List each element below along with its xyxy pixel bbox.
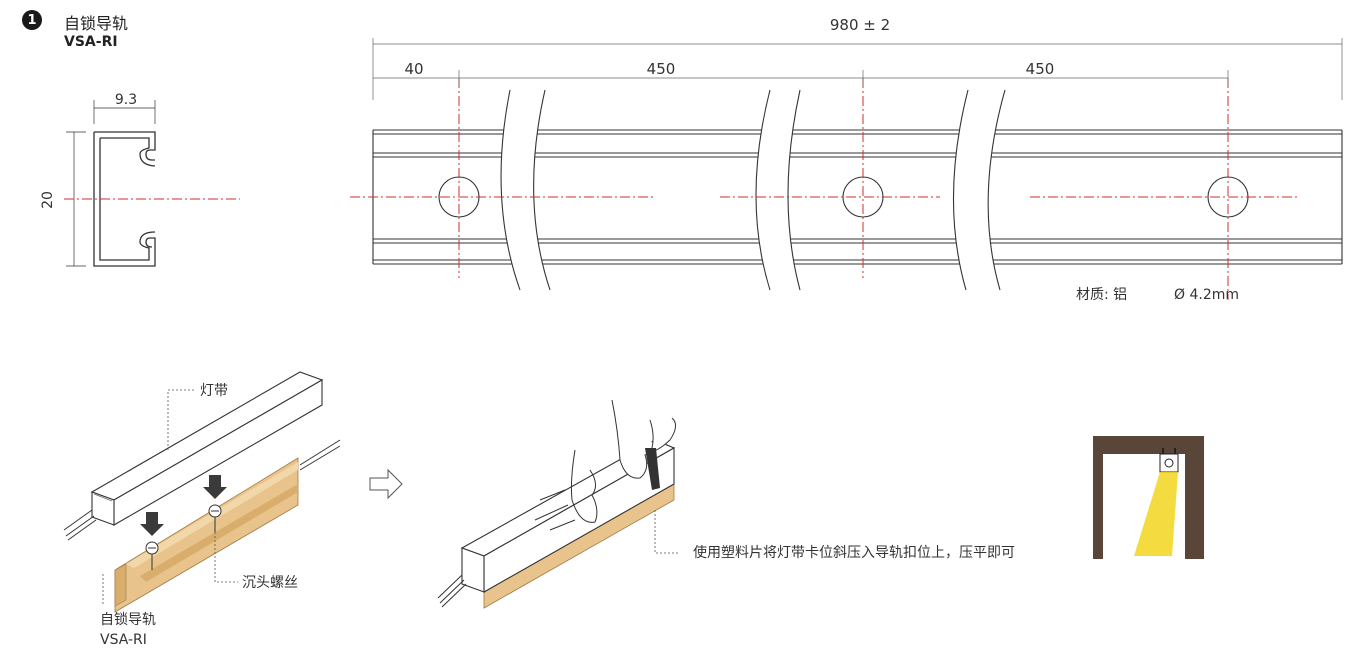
- flow-arrow-icon: [369, 468, 403, 500]
- screw-label: 沉头螺丝: [242, 575, 298, 591]
- rail-seg3-label: 450: [1026, 60, 1055, 78]
- ceiling-install-illustration: [1093, 436, 1204, 559]
- step-number-badge: 1: [22, 10, 42, 30]
- rail-dimension-lines: [372, 38, 1343, 100]
- section-title: 自锁导轨: [64, 14, 129, 33]
- model-code: VSA-RI: [64, 34, 118, 50]
- rail-seg2-label: 450: [647, 60, 676, 78]
- material-label: 材质: 铝: [1076, 287, 1127, 303]
- rail-total-length-label: 980 ± 2: [830, 16, 890, 34]
- rail-break-marks: [500, 89, 1006, 291]
- install-exploded-view: [63, 371, 341, 613]
- press-in-view: [437, 399, 680, 609]
- rail-centerlines: [350, 78, 1300, 300]
- profile-cross-section: [66, 100, 156, 267]
- rail-label-model: VSA-RI: [100, 632, 147, 648]
- rail-label-cn: 自锁导轨: [100, 612, 156, 628]
- hole-diameter-label: Ø 4.2mm: [1174, 287, 1239, 303]
- led-strip-label: 灯带: [200, 383, 228, 399]
- rail-seg1-label: 40: [404, 60, 423, 78]
- profile-height-label: 20: [40, 191, 56, 209]
- press-instruction-text: 使用塑料片将灯带卡位斜压入导轨扣位上，压平即可: [693, 544, 1015, 561]
- profile-width-label: 9.3: [115, 92, 137, 108]
